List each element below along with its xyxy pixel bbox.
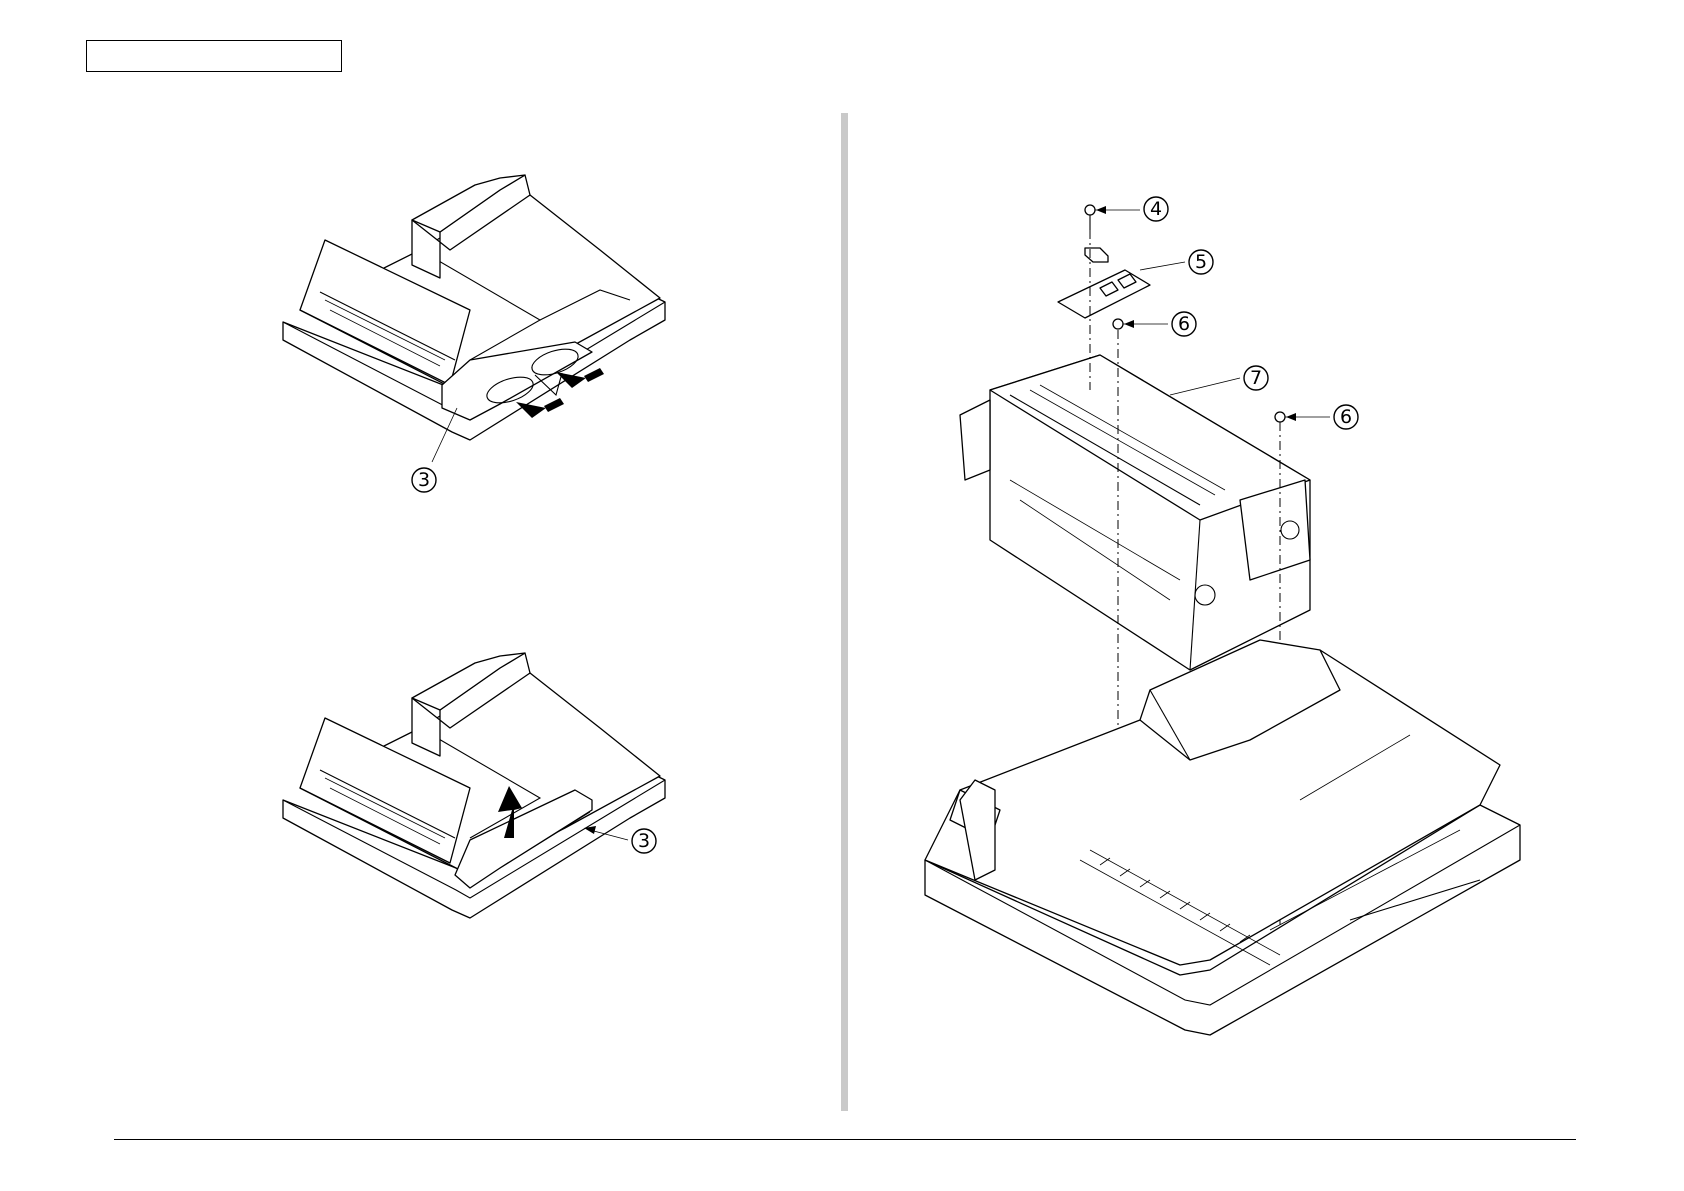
callout-label: 3 [638,830,650,852]
callout-right-6-side: 6 [1334,405,1358,429]
callout-label: 7 [1250,367,1262,389]
callout-right-4: 4 [1144,197,1168,221]
figure-bottom-left-duplex-unit [283,653,665,918]
callout-label: 4 [1150,198,1162,220]
callout-right-5: 5 [1189,250,1213,274]
callout-label: 6 [1340,406,1352,428]
callout-top-left: 3 [412,468,436,492]
callout-right-6-top: 6 [1172,312,1196,336]
callout-label: 3 [418,469,430,491]
callout-label: 6 [1178,313,1190,335]
callout-bottom-left: 3 [632,829,656,853]
callout-label: 5 [1195,251,1207,273]
callout-right-7: 7 [1244,366,1268,390]
figure-right-exploded-view [925,205,1520,1035]
figure-top-left-duplex-unit [283,175,665,462]
